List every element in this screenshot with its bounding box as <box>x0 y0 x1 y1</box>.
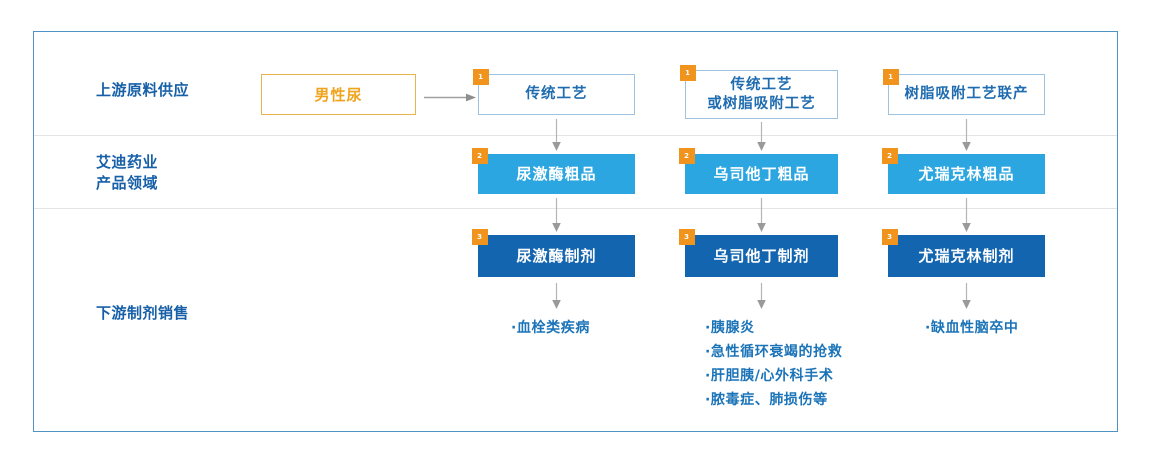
step-badge-2-col1: 2 <box>472 148 488 164</box>
process-node-col3[interactable]: 1 树脂吸附工艺联产 <box>883 69 1045 115</box>
crude-node-col1-label: 尿激酶粗品 <box>516 164 597 183</box>
arrow-down-icon-col3-c <box>962 283 971 309</box>
arrow-down-icon-col3-a <box>962 119 971 151</box>
formulation-node-col3[interactable]: 3 尤瑞克林制剂 <box>882 229 1045 277</box>
step-badge-1-col3: 1 <box>883 69 899 85</box>
source-node-male-urine[interactable]: 男性尿 <box>261 74 416 115</box>
process-node-col1-label: 传统工艺 <box>525 86 588 102</box>
arrow-right-icon <box>424 93 476 102</box>
crude-node-col1[interactable]: 2 尿激酶粗品 <box>472 148 635 194</box>
arrow-down-icon-col1-b <box>552 198 561 232</box>
step-badge-1-col2: 1 <box>680 65 696 81</box>
indication-list-col1: ·血栓类疾病 <box>511 316 590 340</box>
step-badge-2-col2: 2 <box>679 148 695 164</box>
indication-list-col3: ·缺血性脑卒中 <box>925 316 1019 340</box>
band-label-downstream: 下游制剂销售 <box>96 304 190 322</box>
process-node-col3-label: 树脂吸附工艺联产 <box>904 86 1029 102</box>
formulation-node-col2-label: 乌司他丁制剂 <box>713 246 810 265</box>
crude-node-col2[interactable]: 2 乌司他丁粗品 <box>679 148 838 194</box>
indication-list-col2: ·胰腺炎 ·急性循环衰竭的抢救 ·肝胆胰/心外科手术 ·脓毒症、肺损伤等 <box>705 316 842 412</box>
step-badge-3-col3: 3 <box>882 229 898 245</box>
arrow-down-icon-col1-c <box>552 283 561 309</box>
formulation-node-col1-label: 尿激酶制剂 <box>516 246 597 265</box>
formulation-node-col1[interactable]: 3 尿激酶制剂 <box>472 229 635 277</box>
process-node-col1[interactable]: 1 传统工艺 <box>473 69 635 115</box>
indication-item: ·血栓类疾病 <box>511 320 590 336</box>
indication-item: ·急性循环衰竭的抢救 <box>705 344 843 360</box>
arrow-down-icon-col3-b <box>962 198 971 232</box>
arrow-down-icon-col2-a <box>757 122 766 151</box>
indication-item: ·肝胆胰/心外科手术 <box>705 368 834 384</box>
process-node-col2[interactable]: 1 传统工艺 或树脂吸附工艺 <box>680 65 838 119</box>
process-node-col2-label: 传统工艺 或树脂吸附工艺 <box>707 76 816 112</box>
band-separator-products <box>34 208 1117 209</box>
arrow-down-icon-col1-a <box>552 119 561 151</box>
band-label-products: 艾迪药业 产品领域 <box>96 153 159 192</box>
band-label-upstream: 上游原料供应 <box>96 81 190 99</box>
step-badge-2-col3: 2 <box>882 148 898 164</box>
arrow-down-icon-col2-c <box>757 283 766 309</box>
source-node-label: 男性尿 <box>314 86 363 104</box>
arrow-down-icon-col2-b <box>757 198 766 232</box>
crude-node-col3[interactable]: 2 尤瑞克林粗品 <box>882 148 1045 194</box>
step-badge-3-col1: 3 <box>472 229 488 245</box>
crude-node-col2-label: 乌司他丁粗品 <box>713 164 810 183</box>
step-badge-3-col2: 3 <box>679 229 695 245</box>
band-separator-upstream <box>34 135 1117 136</box>
step-badge-1-col1: 1 <box>473 69 489 85</box>
crude-node-col3-label: 尤瑞克林粗品 <box>918 164 1015 183</box>
indication-item: ·缺血性脑卒中 <box>925 320 1019 336</box>
formulation-node-col2[interactable]: 3 乌司他丁制剂 <box>679 229 838 277</box>
indication-item: ·胰腺炎 <box>705 320 755 336</box>
indication-item: ·脓毒症、肺损伤等 <box>705 392 828 408</box>
formulation-node-col3-label: 尤瑞克林制剂 <box>918 246 1015 265</box>
